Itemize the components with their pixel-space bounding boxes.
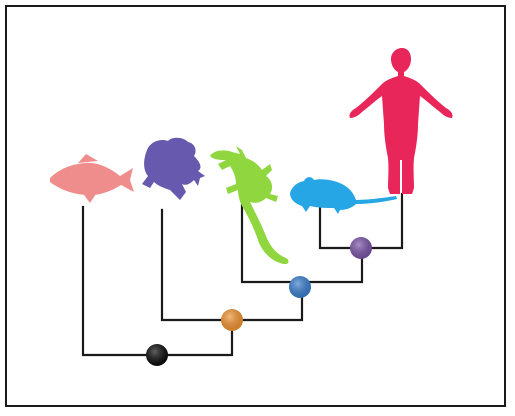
branch-amniotes-mammals	[298, 246, 364, 284]
branch-root-tetrapods	[156, 318, 234, 357]
amniote-node-shade	[289, 276, 311, 298]
branch-frog	[160, 208, 234, 322]
tree-nodes	[146, 237, 372, 366]
human-silhouette-icon	[349, 48, 453, 194]
mouse-silhouette-icon	[290, 177, 397, 214]
tetrapod-node-shade	[221, 309, 243, 331]
frog-silhouette-icon	[142, 137, 205, 200]
branch-fish	[81, 205, 160, 357]
figure-frame	[5, 5, 506, 407]
fish-silhouette-icon	[50, 154, 134, 203]
branch-lizard	[240, 203, 302, 284]
lizard-silhouette-icon	[210, 146, 289, 265]
root-node-shade	[146, 344, 168, 366]
mammal-node-shade	[350, 237, 372, 259]
tree-branches	[81, 192, 404, 357]
